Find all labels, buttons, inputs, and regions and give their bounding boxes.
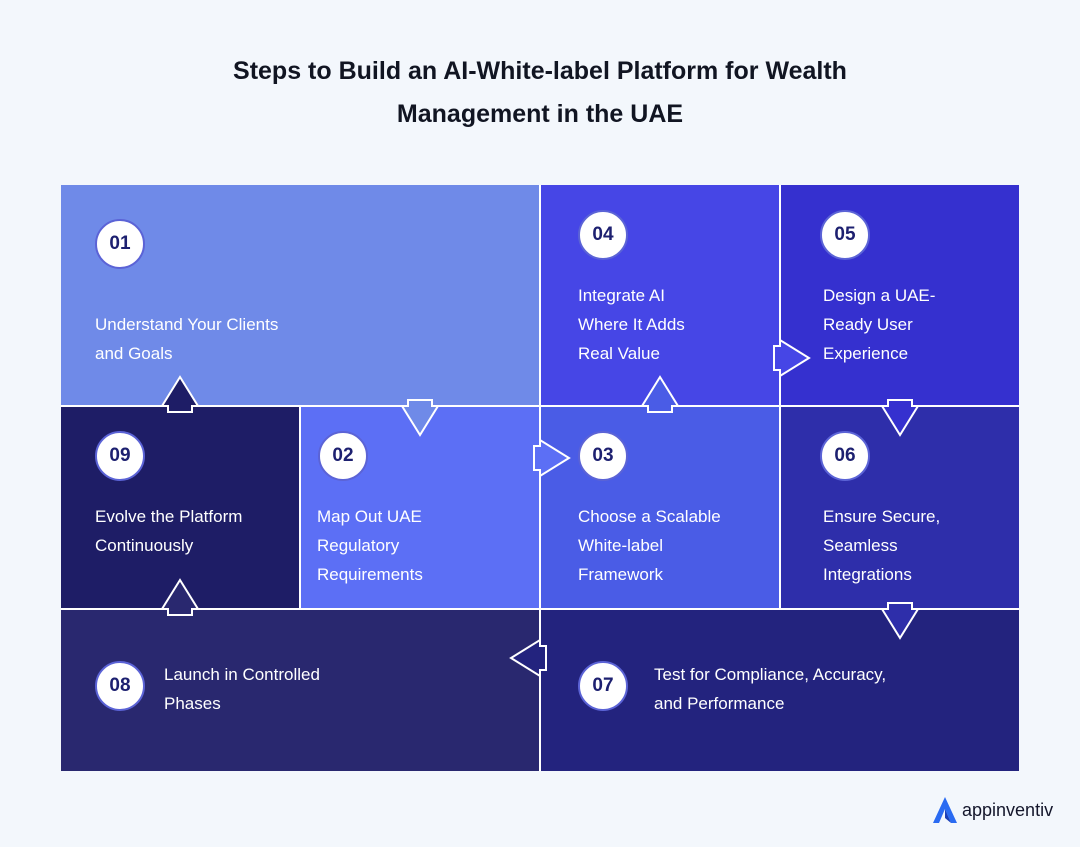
step-06-number: 06 xyxy=(820,431,870,481)
step-04-block: 04 Integrate AI Where It Adds Real Value xyxy=(540,185,780,406)
arrow-down-icon xyxy=(400,399,440,437)
step-02-label: Map Out UAE Regulatory Requirements xyxy=(317,507,423,584)
arrow-right-icon xyxy=(773,338,811,378)
arrow-up-icon xyxy=(640,375,680,413)
cell-dividers xyxy=(61,185,1019,771)
step-04-number: 04 xyxy=(578,210,628,260)
title-line-2: Management in the UAE xyxy=(396,100,684,128)
step-05-block: 05 Design a UAE- Ready User Experience xyxy=(780,185,1019,406)
step-07-label: Test for Compliance, Accuracy, and Perfo… xyxy=(654,665,887,713)
step-01-number: 01 xyxy=(95,219,145,269)
arrow-down-icon xyxy=(880,399,920,437)
arrow-up-icon xyxy=(160,375,200,413)
step-02-block: 02 Map Out UAE Regulatory Requirements xyxy=(300,406,540,609)
step-04-label: Integrate AI Where It Adds Real Value xyxy=(578,286,685,363)
page-title: Steps to Build an AI-White-label Platfor… xyxy=(0,50,1080,136)
arrow-left-icon xyxy=(509,638,547,678)
step-08-block: 08 Launch in Controlled Phases xyxy=(61,609,540,771)
brand-logo: appinventiv xyxy=(932,795,1053,825)
step-07-block: 07 Test for Compliance, Accuracy, and Pe… xyxy=(540,609,1019,771)
step-05-number: 05 xyxy=(820,210,870,260)
step-01-block: 01 Understand Your Clients and Goals xyxy=(61,185,540,406)
step-08-number: 08 xyxy=(95,661,145,711)
arrow-down-icon xyxy=(880,602,920,640)
appinventiv-logo-icon xyxy=(933,797,957,823)
logo-text: appinventiv xyxy=(962,799,1054,820)
step-01-label: Understand Your Clients and Goals xyxy=(95,315,279,363)
step-03-number: 03 xyxy=(578,431,628,481)
step-06-label: Ensure Secure, Seamless Integrations xyxy=(823,507,941,584)
arrow-right-icon xyxy=(533,438,571,478)
step-06-block: 06 Ensure Secure, Seamless Integrations xyxy=(780,406,1019,609)
arrow-up-icon xyxy=(160,578,200,616)
title-line-1: Steps to Build an AI-White-label Platfor… xyxy=(233,57,847,85)
step-07-number: 07 xyxy=(578,661,628,711)
arrows xyxy=(160,338,920,678)
step-09-block: 09 Evolve the Platform Continuously xyxy=(61,406,300,609)
step-03-label: Choose a Scalable White-label Framework xyxy=(578,507,721,584)
step-09-label: Evolve the Platform Continuously xyxy=(95,507,243,555)
step-08-label: Launch in Controlled Phases xyxy=(164,665,320,713)
step-09-number: 09 xyxy=(95,431,145,481)
step-05-label: Design a UAE- Ready User Experience xyxy=(823,286,936,363)
step-03-block: 03 Choose a Scalable White-label Framewo… xyxy=(540,406,780,609)
step-02-number: 02 xyxy=(318,431,368,481)
